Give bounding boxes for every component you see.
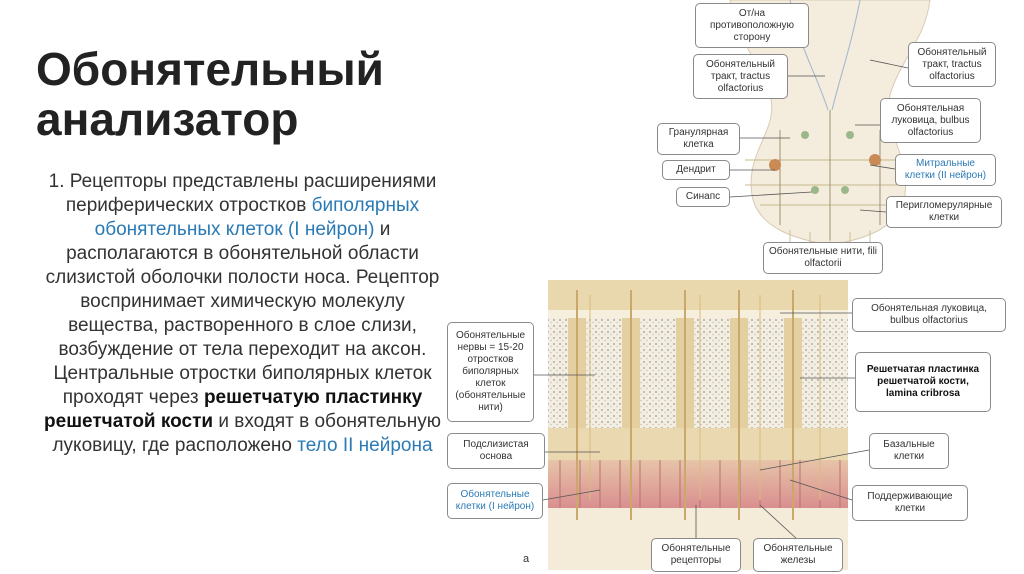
description-paragraph: 1. Рецепторы представлены расширениями п… <box>40 170 445 458</box>
label-olfactory-cells: Обонятельные клетки (I нейрон) <box>447 483 543 519</box>
tissue-section-drawing <box>548 280 848 570</box>
paragraph-highlight-neuron2: тело II нейрона <box>297 435 433 456</box>
label-tract-right: Обонятельный тракт, tractus olfactorius <box>908 42 996 87</box>
label-receptors: Обонятельные рецепторы <box>651 538 741 572</box>
paragraph-part-3: и располагаются в обонятельной области с… <box>45 219 440 408</box>
label-mitral-cells: Митральные клетки (II нейрон) <box>895 154 996 186</box>
label-bulb-mid: Обонятельная луковица, bulbus olfactoriu… <box>852 298 1006 332</box>
label-basal-cells: Базальные клетки <box>869 433 949 469</box>
leader-lines <box>534 19 909 541</box>
page-title: Обонятельный анализатор <box>36 43 384 145</box>
paragraph-bold-cribriform: решетчатую пластинку решетчатой кости <box>44 387 423 432</box>
paragraph-highlight-bipolar: биполярных обонятельных клеток (I нейрон… <box>94 195 420 240</box>
label-granular-cell: Гранулярная клетка <box>657 123 740 155</box>
paragraph-part-5: и входят в обонятельную луковицу, где ра… <box>52 411 441 456</box>
label-glands: Обонятельные железы <box>753 538 843 572</box>
label-synapse: Синапс <box>676 187 730 207</box>
label-fila-olfactorii: Обонятельные нити, fili olfactorii <box>763 242 883 274</box>
label-supporting-cells: Поддерживающие клетки <box>852 485 968 521</box>
figure-letter: а <box>523 553 530 565</box>
label-contralateral: От/на противоположную сторону <box>695 3 809 48</box>
label-periglomerular: Перигломерулярные клетки <box>886 196 1002 228</box>
label-dendrite: Дендрит <box>662 160 730 180</box>
paragraph-part-1: 1. Рецепторы представлены расширениями п… <box>48 171 437 216</box>
label-tract-left: Обонятельный тракт, tractus olfactorius <box>693 54 788 99</box>
label-cribriform-plate: Решетчатая пластинка решетчатой кости, l… <box>855 352 991 412</box>
label-submucosa: Подслизистая основа <box>447 433 545 469</box>
label-olfactory-nerves: Обонятельные нервы = 15-20 отростков бип… <box>447 322 534 422</box>
label-bulb-top: Обонятельная луковица, bulbus olfactoriu… <box>880 98 981 143</box>
